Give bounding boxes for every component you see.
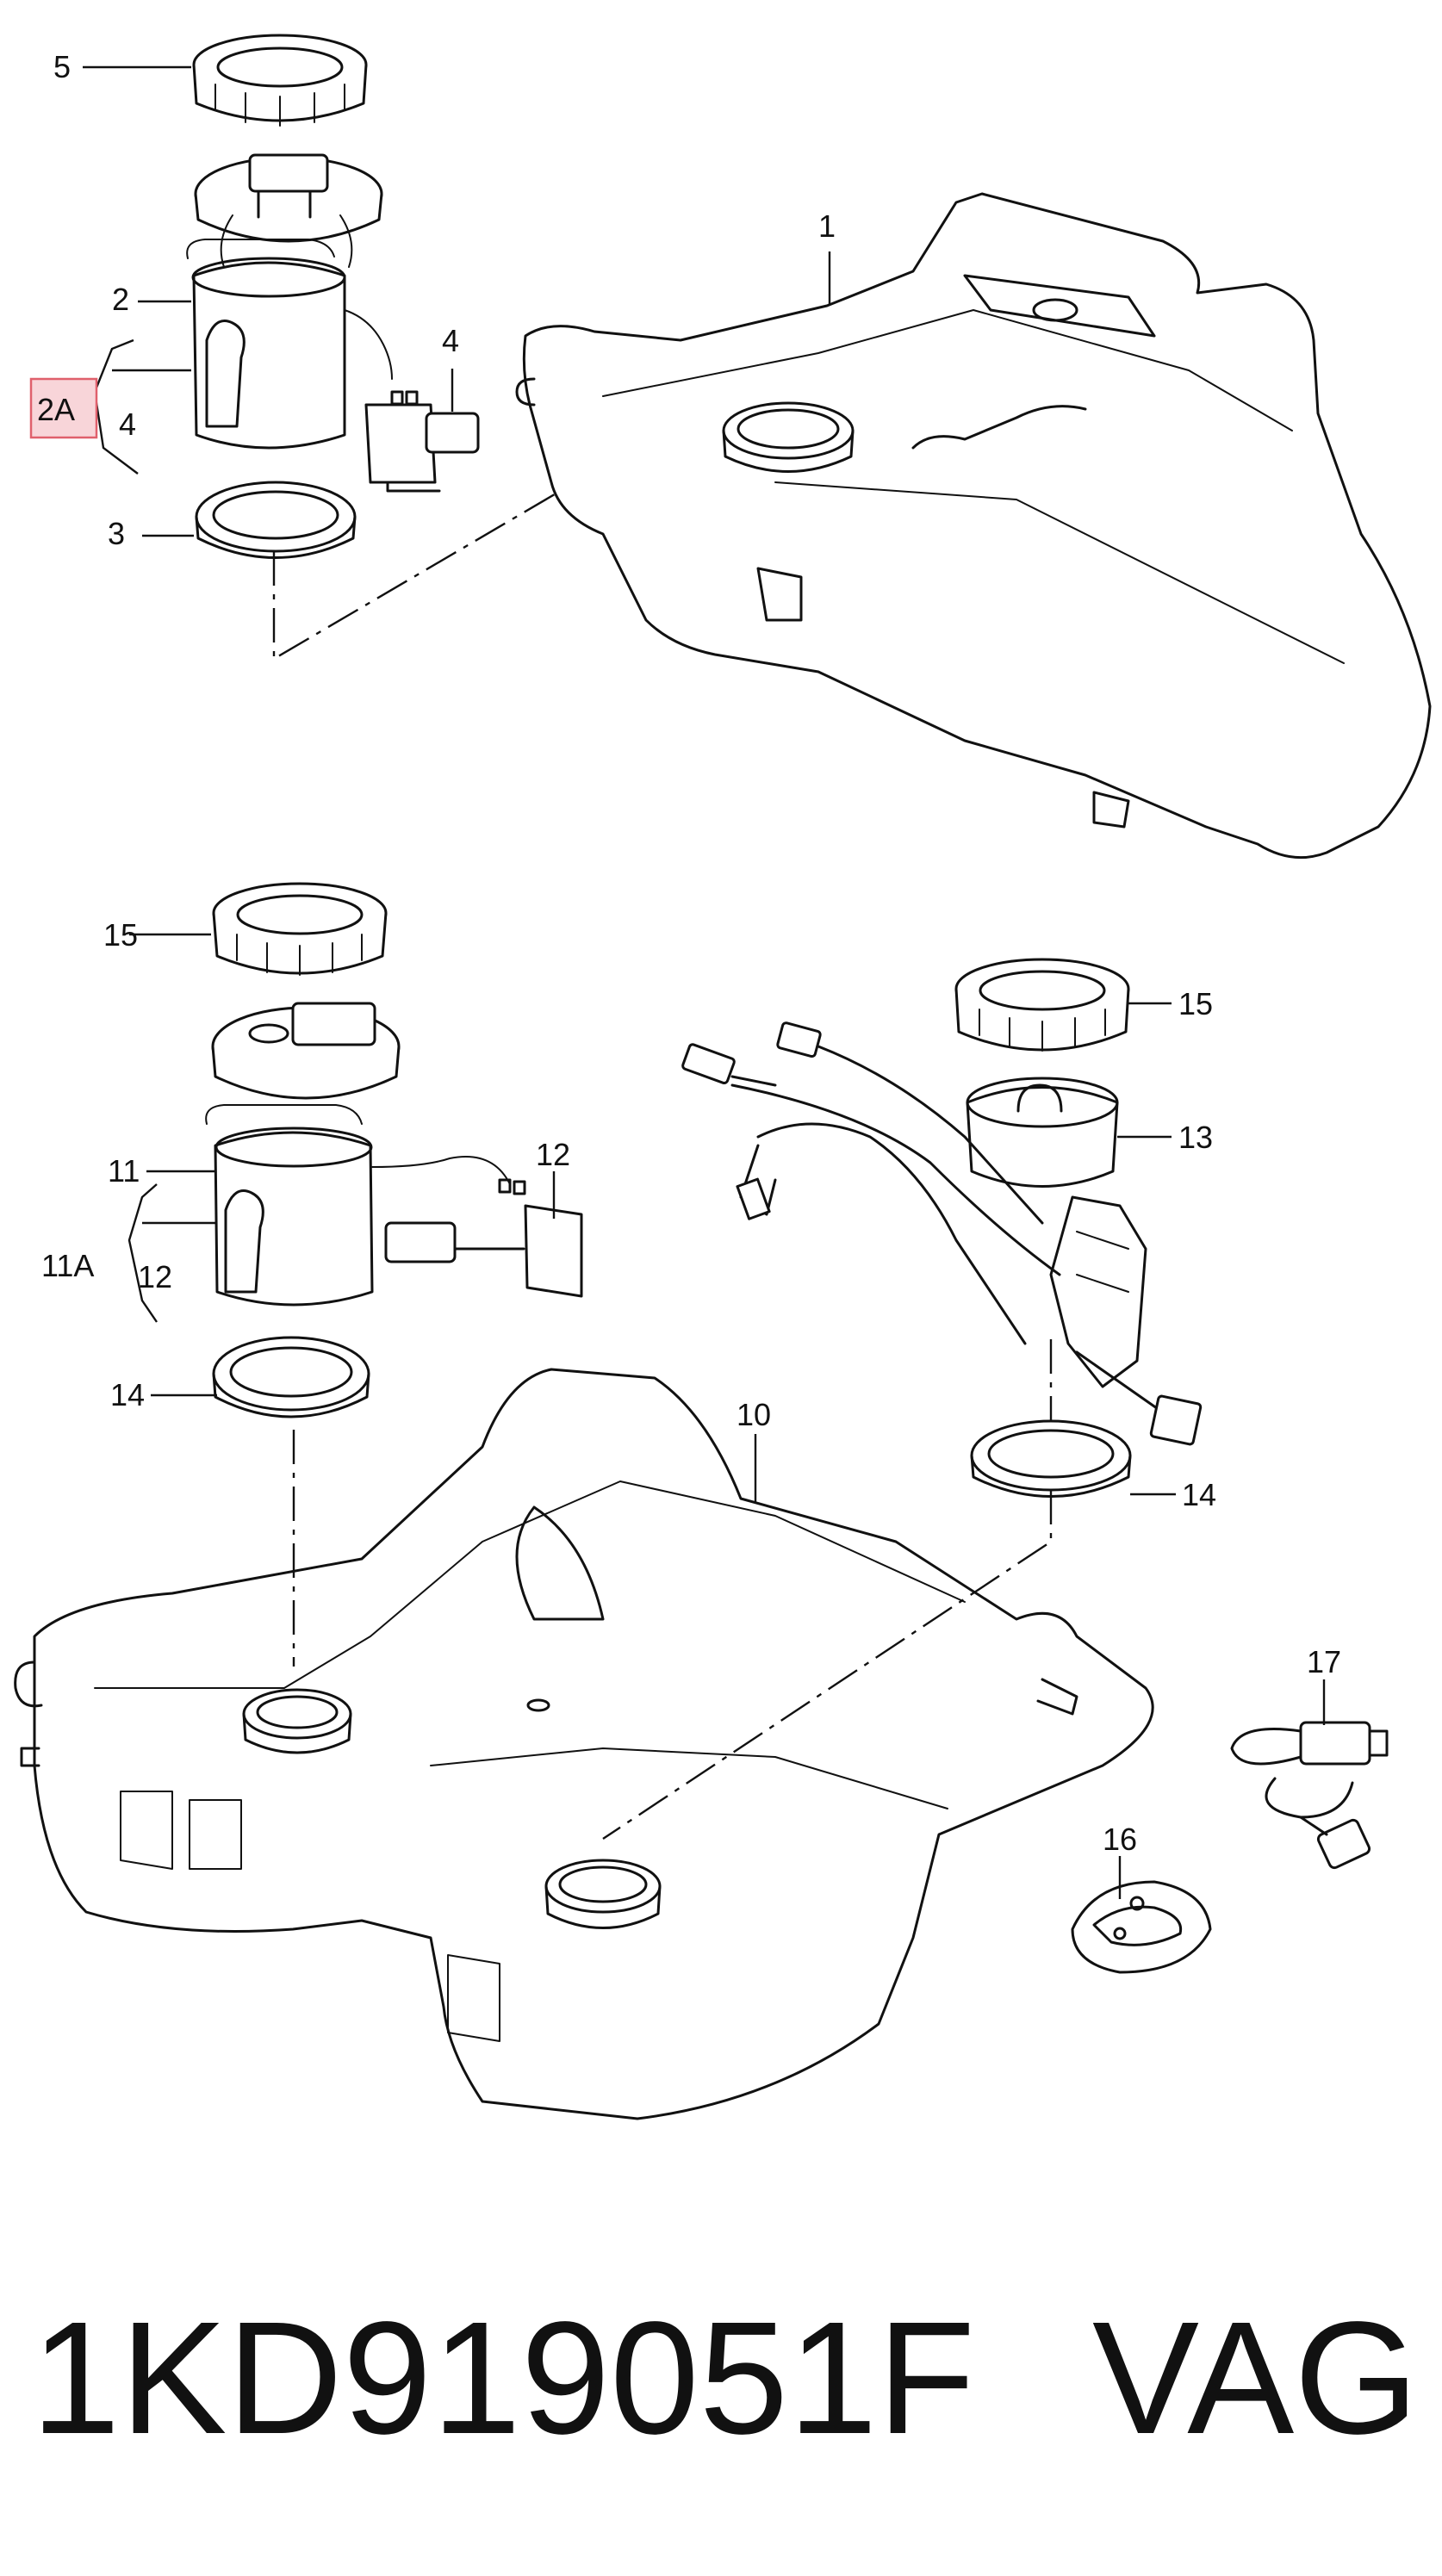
label-2: 2 bbox=[112, 282, 129, 317]
label-14-right: 14 bbox=[1182, 1477, 1216, 1512]
brand-caption: VAG bbox=[1092, 2289, 1419, 2467]
part-15-locking-ring-right bbox=[954, 958, 1130, 1052]
label-3: 3 bbox=[108, 516, 125, 551]
bracket-11a bbox=[127, 1183, 215, 1323]
bracket-2a bbox=[93, 338, 191, 475]
part-10-fuel-tank bbox=[14, 1368, 1154, 2120]
label-1: 1 bbox=[818, 208, 836, 244]
label-11: 11 bbox=[108, 1153, 140, 1189]
label-15-right: 15 bbox=[1178, 986, 1213, 1021]
part-17-connector bbox=[1230, 1721, 1389, 1870]
label-11a: 11A bbox=[41, 1248, 94, 1283]
assembly-line-right bbox=[602, 1490, 1053, 1840]
part-11-flange bbox=[211, 1002, 401, 1100]
label-10: 10 bbox=[737, 1397, 771, 1432]
label-5: 5 bbox=[53, 49, 71, 84]
part-3-seal-ring bbox=[195, 481, 357, 559]
label-4: 4 bbox=[442, 323, 459, 358]
part-16-cover bbox=[1071, 1880, 1212, 1974]
label-4-bracket: 4 bbox=[119, 407, 136, 442]
part-1-fuel-tank bbox=[515, 192, 1432, 860]
part-14-seal-ring-right bbox=[970, 1419, 1132, 1498]
part-5-locking-ring bbox=[192, 34, 368, 127]
part-4-level-sender bbox=[364, 390, 480, 493]
part-11-pump-body bbox=[205, 1104, 511, 1307]
part-2-pump-body bbox=[186, 239, 393, 450]
label-12-bracket: 12 bbox=[138, 1259, 172, 1294]
label-13: 13 bbox=[1178, 1120, 1213, 1155]
part-13-sender-unit bbox=[966, 1077, 1203, 1446]
label-2a: 2A bbox=[37, 392, 75, 427]
part-14-seal-ring-left bbox=[212, 1336, 370, 1418]
label-12: 12 bbox=[536, 1137, 570, 1172]
part-number-caption: 1KD919051F bbox=[31, 2289, 975, 2467]
label-17: 17 bbox=[1307, 1644, 1341, 1679]
label-16: 16 bbox=[1103, 1822, 1137, 1857]
part-2-flange bbox=[194, 153, 383, 268]
highlight-2a bbox=[29, 377, 98, 439]
label-14-left: 14 bbox=[110, 1377, 145, 1412]
part-12-level-sender bbox=[384, 1178, 583, 1298]
label-15-left: 15 bbox=[103, 917, 138, 953]
wiring-harness bbox=[681, 1021, 1061, 1345]
part-15-locking-ring-left bbox=[212, 882, 388, 976]
